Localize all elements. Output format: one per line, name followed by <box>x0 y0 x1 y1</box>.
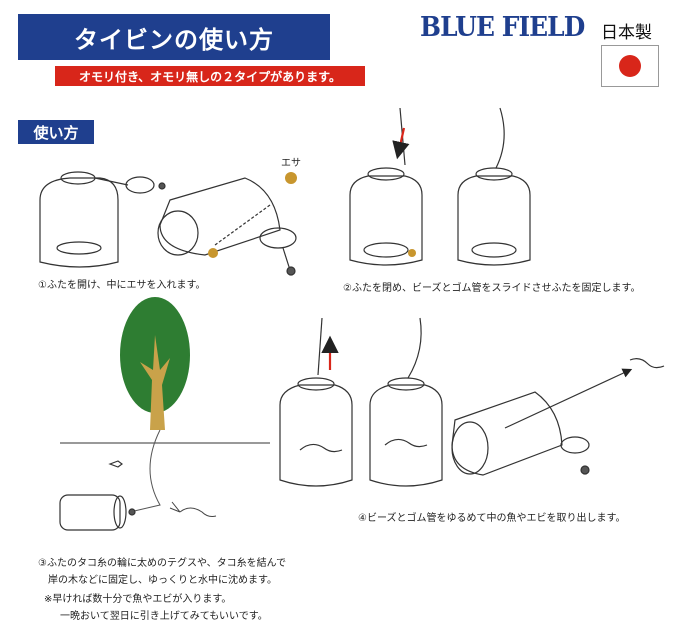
tree-illustration <box>120 297 190 430</box>
section-heading: 使い方 <box>18 120 94 144</box>
step1-caption: ①ふたを開け、中にエサを入れます。 <box>38 280 206 291</box>
step1-open-jar-side <box>157 172 297 276</box>
page-title: タイビンの使い方 <box>18 14 330 60</box>
step3-note-line1: ※早ければ数十分で魚やエビが入ります。 <box>44 594 232 605</box>
step1-jar-illustration <box>39 171 166 268</box>
brand-logo: BLUE FIELD <box>420 12 585 43</box>
step2-jar-left <box>349 107 423 266</box>
bait-label: エサ <box>281 158 301 169</box>
step4-jar-a <box>279 317 353 487</box>
step4-jar-open <box>451 358 665 476</box>
step4-jar-b <box>369 317 443 487</box>
made-in-label: 日本製 <box>601 23 652 43</box>
step3-caption-line2: 岸の木などに固定し、ゆっくりと水中に沈めます。 <box>48 575 277 586</box>
step3-jar-underwater <box>59 460 136 531</box>
japan-flag-icon <box>601 45 659 87</box>
line-string <box>129 429 161 513</box>
shrimp-icon <box>169 501 217 517</box>
step3-caption-line1: ③ふたのタコ糸の輪に太めのテグスや、タコ糸を結んで <box>38 558 287 569</box>
step2-caption: ②ふたを閉め、ビーズとゴム管をスライドさせふたを固定します。 <box>343 283 641 294</box>
step2-jar-right <box>457 107 531 266</box>
step4-caption: ④ビーズとゴム管をゆるめて中の魚やエビを取り出します。 <box>358 513 626 524</box>
subtitle-banner: オモリ付き、オモリ無しの２タイプがあります。 <box>55 66 365 86</box>
step3-note-line2: 一晩おいて翌日に引き上げてみてもいいです。 <box>60 611 268 622</box>
